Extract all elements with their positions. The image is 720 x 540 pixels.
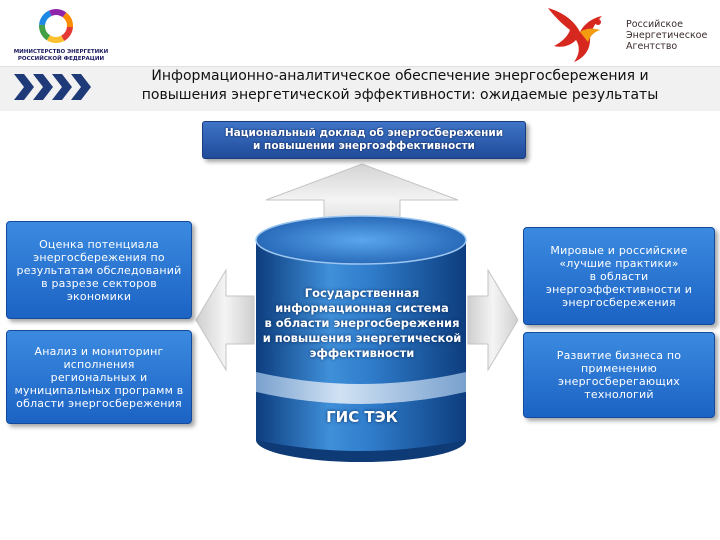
cylinder-text-line: Государственная bbox=[304, 286, 420, 300]
national-report-box: Национальный доклад об энергосбережении … bbox=[202, 121, 526, 159]
potential-assessment-box: Оценка потенциала энергосбережения по ре… bbox=[6, 221, 192, 319]
box-text-line: муниципальных программ в bbox=[14, 383, 184, 397]
page-title-line: Информационно-аналитическое обеспечение … bbox=[151, 68, 649, 84]
program-monitoring-box: Анализ и мониторинг исполнения региональ… bbox=[6, 330, 192, 424]
box-text-line: исполнения bbox=[63, 357, 135, 371]
ministry-logo-caption: МИНИСТЕРСТВО ЭНЕРГЕТИКИ РОССИЙСКОЙ ФЕДЕР… bbox=[6, 49, 116, 63]
energy-agency-logo: Российское Энергетическое Агентство bbox=[540, 2, 718, 64]
box-text-line: Мировые и российские bbox=[550, 243, 688, 257]
cylinder-text-line: в области энергосбережения bbox=[264, 316, 460, 330]
cylinder-text-line: эффективности bbox=[309, 346, 415, 360]
box-text-line: Развитие бизнеса по bbox=[556, 349, 682, 362]
box-text-line: энергоэффективности и bbox=[545, 282, 693, 296]
box-text-line: энергосбережения по bbox=[33, 250, 165, 264]
box-text-line: «лучшие практики» bbox=[559, 256, 679, 270]
box-text-line: области энергосбережения bbox=[16, 396, 182, 410]
page-title-line: повышения энергетической эффективности: … bbox=[141, 87, 659, 103]
ministry-logo: МИНИСТЕРСТВО ЭНЕРГЕТИКИ РОССИЙСКОЙ ФЕДЕР… bbox=[6, 4, 116, 66]
energy-agency-caption: Российское Энергетическое Агентство bbox=[626, 19, 716, 52]
box-text-line: энергосбережения bbox=[562, 295, 676, 309]
database-cylinder bbox=[255, 215, 467, 462]
firebird-icon bbox=[548, 8, 602, 62]
cylinder-text-line: и повышения энергетической bbox=[262, 331, 462, 345]
report-box-line: и повышении энергоэффективности bbox=[253, 140, 475, 152]
agency-caption-line: Российское bbox=[626, 19, 683, 30]
box-text-line: Анализ и мониторинг bbox=[34, 344, 164, 358]
ministry-ring-icon bbox=[39, 9, 73, 43]
cylinder-text-line: информационная система bbox=[275, 301, 449, 315]
business-development-box: Развитие бизнеса по применению энергосбе… bbox=[523, 332, 715, 418]
box-text-line: региональных и bbox=[50, 370, 148, 384]
title-band bbox=[0, 66, 720, 111]
box-text-line: в области bbox=[589, 269, 649, 283]
right-arrow bbox=[467, 268, 519, 372]
report-box-line: Национальный доклад об энергосбережении bbox=[224, 127, 504, 139]
page-title: Информационно-аналитическое обеспечение … bbox=[110, 67, 690, 105]
box-text-line: результатам обследований bbox=[16, 263, 182, 277]
box-text-line: применению bbox=[581, 362, 657, 375]
best-practices-box: Мировые и российские «лучшие практики» в… bbox=[523, 227, 715, 325]
agency-caption-line: Агентство bbox=[626, 41, 678, 52]
box-text-line: Оценка потенциала bbox=[39, 237, 159, 251]
box-text-line: технологий bbox=[584, 388, 654, 401]
chevron-arrows-icon bbox=[14, 74, 91, 100]
ministry-caption-line: РОССИЙСКОЙ ФЕДЕРАЦИИ bbox=[17, 56, 105, 62]
gis-tek-label: ГИС ТЭК bbox=[326, 408, 398, 426]
agency-caption-line: Энергетическое bbox=[626, 30, 708, 41]
state-info-system-label: Государственная информационная система в… bbox=[262, 286, 462, 361]
box-text-line: экономики bbox=[66, 289, 132, 303]
box-text-line: в разрезе секторов bbox=[41, 276, 157, 290]
box-text-line: энергосберегающих bbox=[557, 375, 681, 388]
ministry-caption-line: МИНИСТЕРСТВО ЭНЕРГЕТИКИ bbox=[13, 49, 109, 55]
left-arrow bbox=[195, 268, 255, 372]
